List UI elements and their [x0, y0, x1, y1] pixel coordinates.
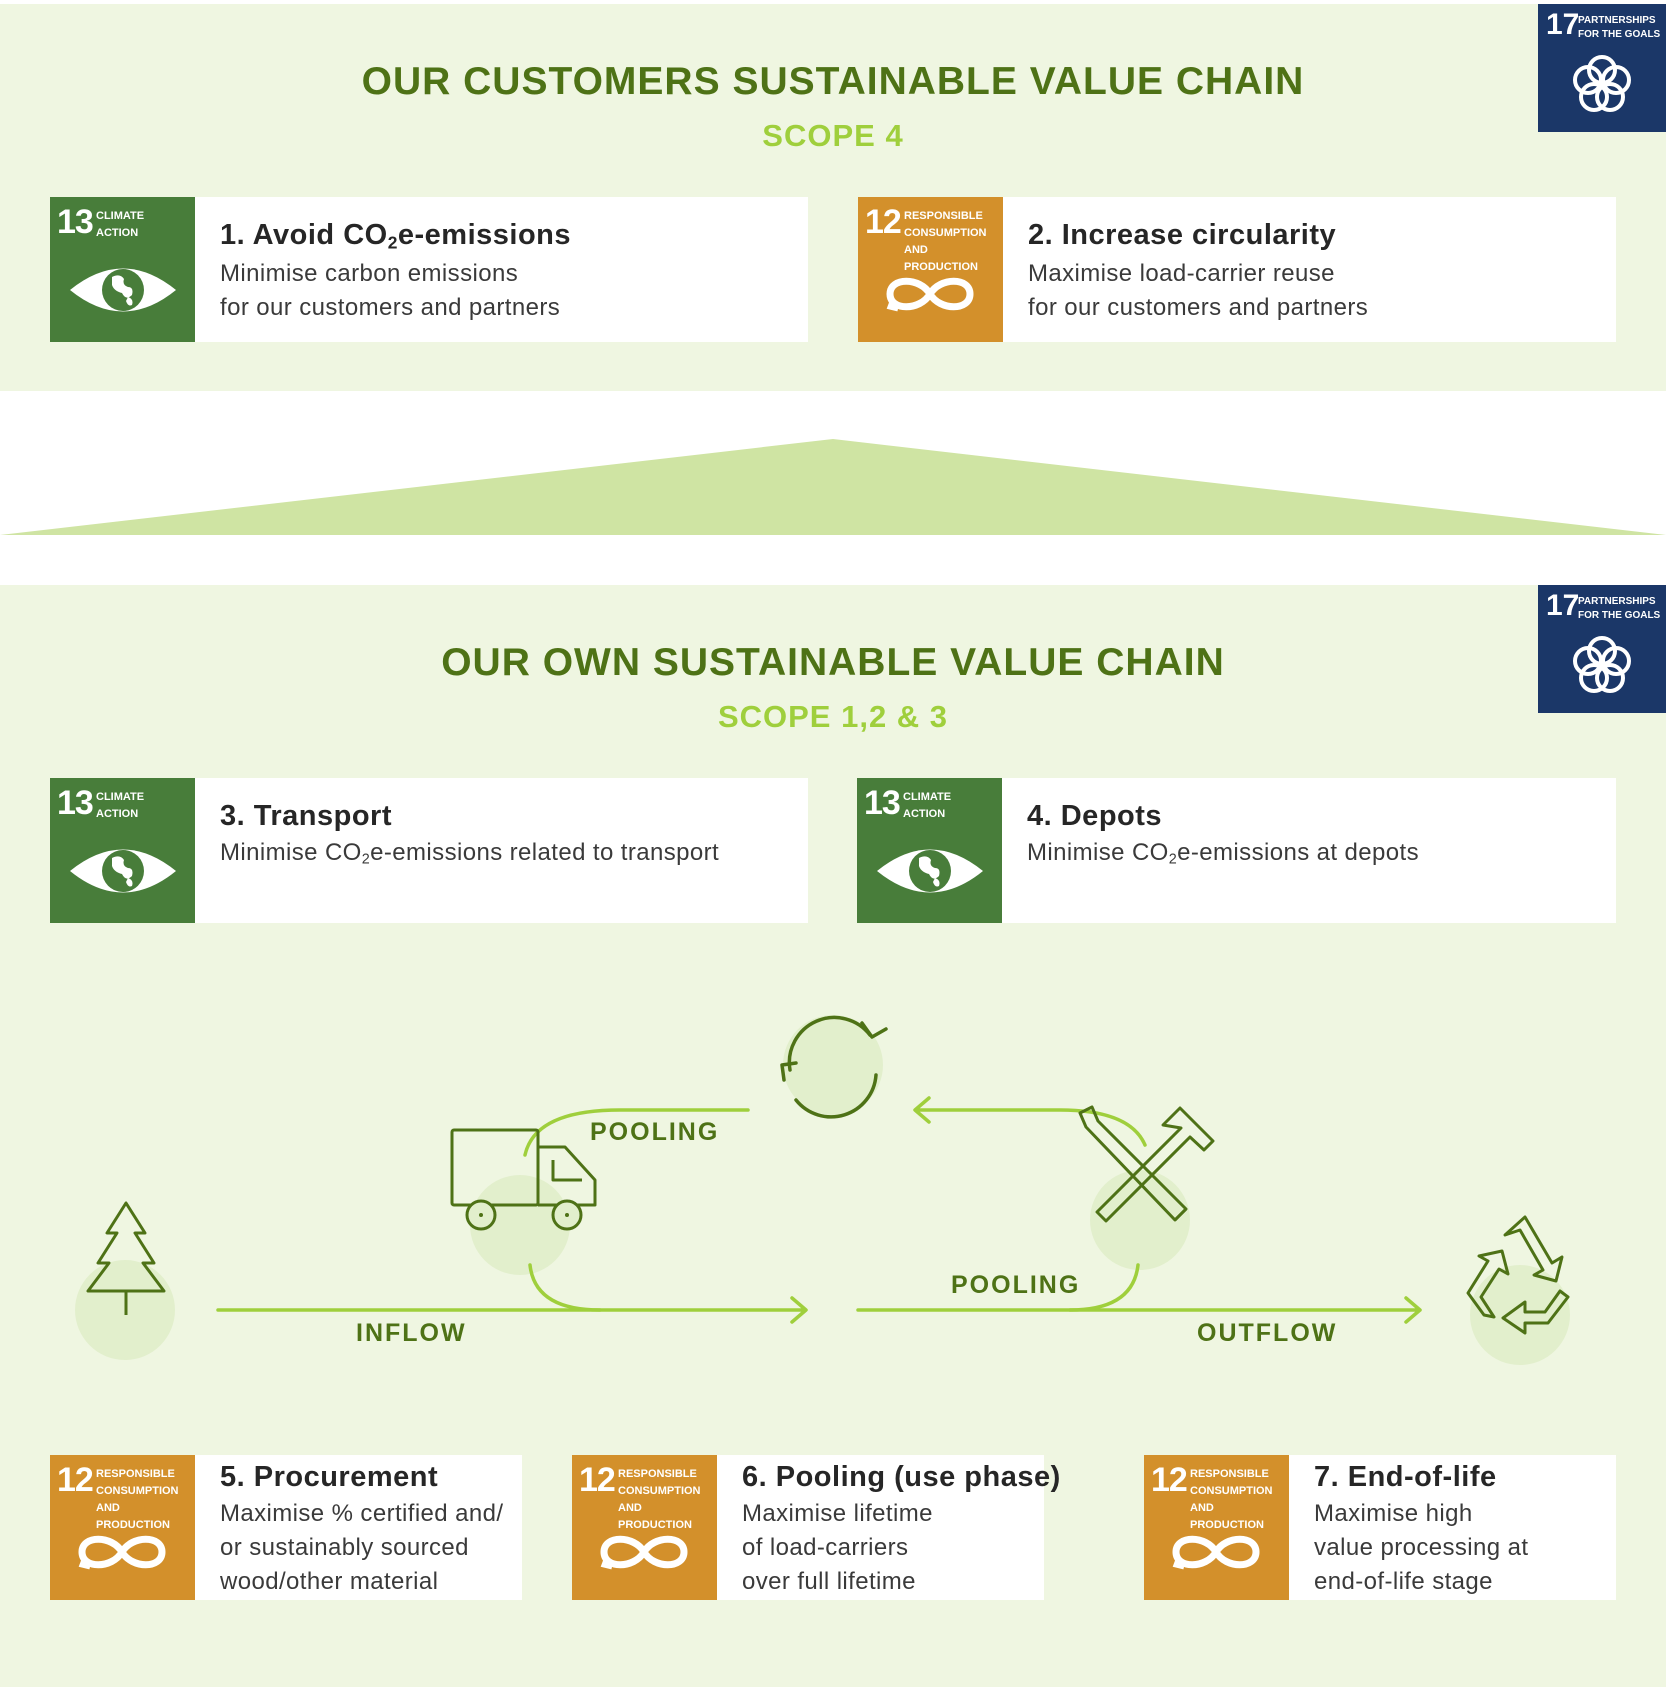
- sdg17-number: 17: [1546, 8, 1580, 41]
- customers-scope: SCOPE 4: [762, 118, 904, 153]
- outflow-label: OUTFLOW: [1197, 1319, 1338, 1347]
- tools-icon: [1078, 1105, 1215, 1223]
- card-description: Maximise % certified and/or sustainably …: [220, 1500, 504, 1595]
- truck-branch-curve: [528, 1263, 602, 1312]
- card-description: Minimise CO2e-emissions at depots: [1027, 839, 1420, 868]
- card-title: 3. Transport: [220, 800, 392, 832]
- pooling-label-top: POOLING: [590, 1118, 720, 1146]
- eye-globe-icon: [877, 849, 983, 893]
- connector-triangle: [0, 439, 1666, 535]
- infinity-icon: [600, 1535, 688, 1570]
- tools-pooling-arrow: [913, 1096, 1147, 1147]
- pooling-label-bottom: POOLING: [951, 1271, 1081, 1299]
- own-value-chain-panel: OUR OWN SUSTAINABLE VALUE CHAIN SCOPE 1,…: [0, 585, 1666, 1687]
- inflow-arrow: [216, 1296, 808, 1324]
- card-title: 1. Avoid CO2e-emissions: [220, 219, 572, 253]
- infinity-icon: [78, 1535, 166, 1570]
- recycle-icon: [1466, 1215, 1570, 1335]
- customers-title: OUR CUSTOMERS SUSTAINABLE VALUE CHAIN: [361, 60, 1305, 103]
- card-title: 6. Pooling (use phase): [742, 1461, 1061, 1493]
- cycle-arrows-icon: [780, 1015, 888, 1119]
- truck-icon: [450, 1128, 597, 1231]
- card-description: Minimise CO2e-emissions related to trans…: [220, 839, 720, 868]
- card-title: 4. Depots: [1027, 800, 1163, 832]
- value-chain-flow-diagram: [75, 1015, 1570, 1365]
- truck-pooling-curve: [523, 1108, 750, 1157]
- flower-rings-icon: [1573, 55, 1631, 112]
- cycle-bg-circle: [783, 1015, 883, 1115]
- flower-rings-icon: [1573, 636, 1631, 693]
- card-title: 7. End-of-life: [1314, 1461, 1497, 1493]
- truck-bg-circle: [470, 1175, 570, 1275]
- tree-icon: [86, 1201, 166, 1315]
- card-title: 2. Increase circularity: [1028, 219, 1337, 251]
- customers-value-chain-panel: OUR CUSTOMERS SUSTAINABLE VALUE CHAIN SC…: [0, 4, 1666, 391]
- infinity-icon: [886, 277, 974, 312]
- inflow-label: INFLOW: [356, 1319, 467, 1347]
- eye-globe-icon: [70, 849, 176, 893]
- tools-branch-curve: [1068, 1263, 1140, 1312]
- infinity-icon: [1172, 1535, 1260, 1570]
- eye-globe-icon: [70, 268, 176, 312]
- recycle-bg-circle: [1470, 1265, 1570, 1365]
- own-scope: SCOPE 1,2 & 3: [717, 699, 949, 734]
- outflow-arrow: [856, 1296, 1422, 1324]
- own-title: OUR OWN SUSTAINABLE VALUE CHAIN: [441, 641, 1225, 684]
- card-title: 5. Procurement: [220, 1461, 439, 1493]
